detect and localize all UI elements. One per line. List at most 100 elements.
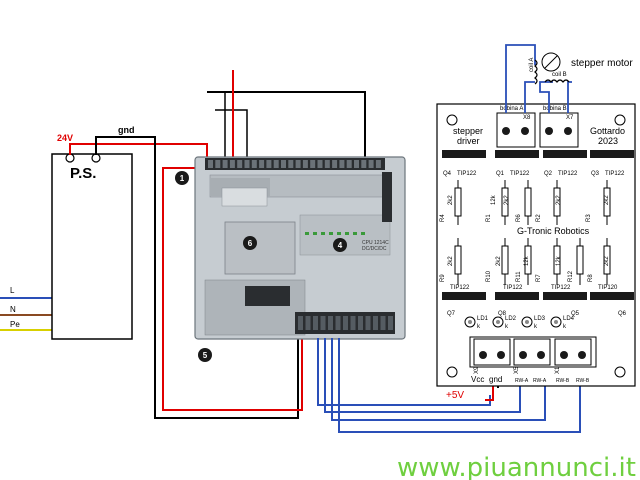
- resistor: [553, 187, 561, 217]
- resistor-label: R10: [486, 270, 492, 282]
- plc-terminal-bottom: [388, 316, 393, 330]
- terminal-block: [473, 338, 511, 366]
- plc-terminal-bottom: [328, 316, 333, 330]
- plc-led: [313, 232, 317, 235]
- plc-callout-4: 4: [333, 238, 347, 252]
- resistor: [603, 187, 611, 217]
- plc-terminal-top: [324, 160, 330, 168]
- plc-led: [353, 232, 357, 235]
- resistor-label: R1: [486, 214, 492, 222]
- led-label: LD2: [505, 316, 517, 322]
- plc-terminal-top: [237, 160, 243, 168]
- conn-x8-label: X8: [523, 115, 531, 121]
- plc-terminal-top: [361, 160, 367, 168]
- plc-led: [321, 232, 325, 235]
- board-title-right-2: 2023: [598, 136, 618, 146]
- resistor-label: 12k: [556, 255, 562, 266]
- terminal-block: [513, 338, 551, 366]
- transistor-bottom-label: Q8: [498, 311, 507, 317]
- transistor-bottom-type: TIP120: [598, 285, 618, 291]
- led-k-label: k: [505, 324, 509, 330]
- plc-terminal-top: [281, 160, 286, 168]
- wire-24v: [69, 143, 208, 168]
- resistor-label: 12k: [524, 255, 530, 266]
- plc-terminal-top: [273, 160, 279, 168]
- transistor-bottom-label: Q6: [618, 311, 627, 317]
- stepper-motor: stepper motor coil A coil B: [529, 52, 633, 85]
- resistor: [501, 187, 509, 217]
- ps-terminal-minus: [91, 153, 101, 163]
- transistor-bottom-type: TIP122: [503, 285, 523, 291]
- resistor-label: R11: [516, 271, 522, 282]
- terminal-block-label: X1: [555, 366, 561, 374]
- wire-coil-b-2: [567, 81, 572, 113]
- resistor-label: 2k2: [448, 256, 454, 266]
- resistor-label: R9: [440, 274, 446, 282]
- resistor-label: 2k2: [504, 195, 510, 205]
- plc-terminal-bottom: [373, 316, 378, 330]
- plc-terminal-bottom: [298, 316, 303, 330]
- transistor-bottom-label: Q7: [447, 311, 456, 317]
- transistor-top-type: TIP122: [457, 171, 477, 177]
- plc-led: [345, 232, 349, 235]
- transistor-bottom: [543, 292, 587, 300]
- coil-a-connector-label: bobina A: [500, 106, 523, 112]
- coil-b-label: coil B: [552, 72, 567, 78]
- plc-terminal-bottom: [305, 316, 311, 330]
- motor-label: stepper motor: [571, 58, 633, 69]
- wire-coil-a: [505, 44, 536, 113]
- plc-terminal-top: [215, 160, 221, 168]
- plc-terminal-top: [368, 160, 374, 168]
- plc-terminal-top: [354, 160, 359, 168]
- transistor-top-type: TIP122: [510, 171, 530, 177]
- conn-x7-label: X7: [566, 115, 574, 121]
- transistor-bottom-label: Q5: [571, 311, 580, 317]
- plc-callout-5: 5: [198, 348, 212, 362]
- gnd-label: gnd: [118, 125, 135, 135]
- svg-text:6: 6: [248, 239, 253, 248]
- plc-terminal-top: [229, 160, 235, 168]
- svg-text:5: 5: [203, 351, 208, 360]
- wire-coil-b: [539, 81, 553, 113]
- svg-text:1: 1: [180, 174, 185, 183]
- terminal-block-label: X5: [514, 366, 520, 374]
- plc-led: [337, 232, 341, 235]
- wire-gnd: [95, 136, 299, 419]
- coil-b-connector-label: bobina B: [543, 106, 567, 112]
- wire-top-black-3: [215, 109, 248, 168]
- plc-terminal-bottom: [343, 316, 348, 330]
- resistor: [454, 187, 462, 217]
- coil-a-label: coil A: [529, 58, 535, 72]
- plc-terminal-top: [266, 160, 272, 168]
- watermark: www.piuannunci.it: [397, 453, 636, 480]
- plc-led: [305, 232, 309, 235]
- ps-terminal-plus: [65, 153, 75, 163]
- transistor-top-label: Q2: [544, 171, 553, 177]
- wire-coil-a-2: [524, 81, 535, 113]
- plc-terminal-top: [288, 160, 294, 168]
- resistor-label: R7: [536, 274, 542, 282]
- wire-red-left: [162, 167, 303, 411]
- mains-l-label: L: [10, 286, 15, 295]
- plc-module: CPU 1214C DC/DC/DC: [194, 156, 406, 340]
- resistor-label: R12: [568, 270, 574, 282]
- plc-terminal-bottom: [358, 316, 363, 330]
- led-label: LD4: [563, 316, 575, 322]
- plc-terminal-top: [346, 160, 352, 168]
- terminal-pin-label: RW-A: [533, 378, 547, 384]
- coil-a-icon: [534, 59, 538, 85]
- plc-terminal-bottom: [365, 316, 371, 330]
- transistor-top: [495, 150, 539, 158]
- led-label: LD3: [534, 316, 546, 322]
- plc-terminal-top: [317, 160, 323, 168]
- plc-callout-1: 1: [175, 171, 189, 185]
- plc-cpu-sub: DC/DC/DC: [362, 246, 387, 252]
- plus5-label: +5V: [446, 390, 464, 401]
- resistor: [524, 245, 532, 275]
- resistor-label: R6: [516, 214, 522, 222]
- led-k-label: k: [563, 324, 567, 330]
- plc-terminal-top: [295, 160, 301, 168]
- plc-led: [329, 232, 333, 235]
- resistor-label: 2k2: [448, 195, 454, 205]
